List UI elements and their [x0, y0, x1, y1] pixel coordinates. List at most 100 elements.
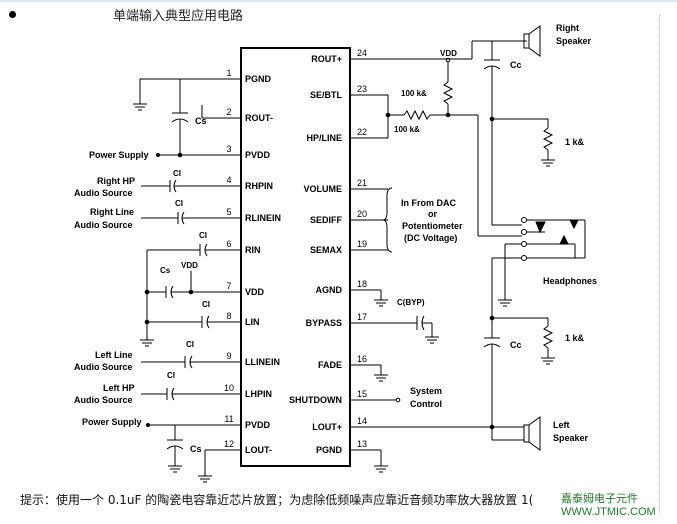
res-1k-top-label: 1 k& [565, 137, 585, 147]
pin-number: 4 [226, 175, 231, 185]
left-pin-numbers: 1 2 3 4 5 6 7 8 9 10 11 12 [224, 68, 234, 449]
power-supply-top-label: Power Supply [89, 150, 149, 160]
left-speaker-label-2: Speaker [553, 433, 589, 443]
pin-name: RIN [245, 245, 261, 255]
pin4-5-network [141, 179, 218, 225]
ci-label: CI [199, 231, 207, 240]
pin-name: FADE [318, 360, 342, 370]
cs-bottom-label: Cs [190, 444, 202, 454]
pin-number: 6 [226, 239, 231, 249]
cs-mid-label: Cs [160, 266, 171, 275]
left-pin-stubs [218, 78, 241, 451]
pin-name: PGND [316, 445, 343, 455]
dac-brace [374, 187, 393, 253]
right-line-label: Right Line [90, 207, 134, 217]
pin9-10-network [141, 355, 218, 401]
pin-number: 2 [226, 107, 231, 117]
pin-number: 9 [226, 351, 231, 361]
dac-label-1: In From DAC [401, 198, 456, 208]
pin3-network [156, 152, 218, 158]
pin-name: BYPASS [306, 318, 342, 328]
external-labels: Cs Power Supply Right HP Audio Source CI… [74, 23, 597, 454]
dac-label-3: Potentiometer [402, 221, 463, 231]
pin-name: AGND [316, 285, 343, 295]
left-speaker-label: Left [553, 420, 570, 430]
ci-label: CI [175, 199, 183, 208]
page-heading: 单端输入典型应用电路 [113, 9, 244, 24]
pin-name: RHPIN [245, 181, 273, 191]
pin-number: 7 [226, 281, 231, 291]
pin1-network [133, 78, 218, 155]
right-speaker-label-2: Speaker [556, 36, 592, 46]
pin-name: SE/BTL [310, 90, 343, 100]
pin-number: 17 [357, 312, 367, 322]
pin-number: 3 [226, 144, 231, 154]
pin-name: ROUT- [245, 113, 273, 123]
pin-number: 15 [357, 389, 367, 399]
left-pin-names: PGND ROUT- PVDD RHPIN RLINEIN RIN VDD LI… [245, 74, 281, 455]
pin-number: 24 [357, 48, 367, 58]
pin17-bypass [374, 315, 439, 344]
power-supply-bottom-label: Power Supply [82, 417, 142, 427]
pin-number: 18 [357, 279, 367, 289]
pin-number: 22 [357, 127, 367, 137]
pin-name: SEDIFF [310, 215, 343, 225]
pin-name: SEMAX [310, 245, 342, 255]
res-100k-b-label: 100 k& [394, 125, 420, 134]
ic-body [240, 47, 351, 467]
pin-number: 13 [357, 439, 367, 449]
pin18-ground [374, 289, 388, 307]
ci-label: CI [173, 169, 181, 178]
pin-name: ROUT+ [311, 54, 342, 64]
pin22-23-network [374, 57, 522, 237]
right-hp-source-label: Audio Source [74, 188, 133, 198]
right-speaker-icon [523, 25, 541, 57]
watermark-text: 嘉泰姆电子元件 [561, 492, 638, 505]
system-label-1: System [410, 386, 442, 396]
tip-text: 提示：使用一个 0.1uF 的陶瓷电容靠近芯片放置；为虑除低频噪声应靠近音频功率… [20, 493, 534, 507]
pin-name: PGND [245, 74, 272, 84]
headphone-jack [492, 217, 586, 307]
pin-name: HP/LINE [306, 133, 342, 143]
pin-name: LLINEIN [245, 357, 280, 367]
pin-name: VDD [245, 287, 265, 297]
watermark-url: WWW.JTMIC.COM [561, 506, 656, 518]
res-100k-a-label: 100 k& [401, 89, 427, 98]
top-border [0, 0, 677, 2]
right-pin-numbers: 24 23 22 21 20 19 18 17 16 15 14 13 [357, 48, 367, 449]
left-line-label: Left Line [95, 350, 133, 360]
pin-number: 23 [357, 84, 367, 94]
right-pin-stubs [350, 58, 374, 451]
left-hp-label: Left HP [103, 383, 135, 393]
right-line-source-label: Audio Source [74, 220, 133, 230]
pin-name: LHPIN [245, 389, 272, 399]
ci-label: CI [202, 300, 210, 309]
pin-name: SHUTDOWN [289, 395, 342, 405]
ci-label: CI [167, 371, 175, 380]
pin-number: 19 [357, 239, 367, 249]
pin-name: LOUT+ [312, 422, 342, 432]
pin-number: 10 [224, 383, 234, 393]
pin13-ground [374, 449, 388, 473]
pin-name: PVDD [245, 150, 271, 160]
left-line-source-label: Audio Source [74, 362, 133, 372]
right-hp-label: Right HP [97, 176, 135, 186]
pin-name: VOLUME [303, 184, 342, 194]
vdd-top-label: VDD [440, 49, 457, 58]
left-speaker-icon [523, 416, 541, 451]
pin11-12-network [146, 423, 218, 483]
right-pin-names: ROUT+ SE/BTL HP/LINE VOLUME SEDIFF SEMAX… [289, 54, 342, 455]
pin-number: 14 [357, 416, 367, 426]
pin-name: RLINEIN [245, 213, 281, 223]
pin-number: 1 [226, 68, 231, 78]
res1k-top [489, 116, 555, 167]
cbyp-label: C(BYP) [397, 298, 425, 307]
pin-number: 20 [357, 209, 367, 219]
pin-number: 8 [226, 311, 231, 321]
vdd-mid-label: VDD [181, 261, 198, 270]
dac-label-2: or [428, 209, 437, 219]
ci-label: CI [186, 340, 194, 349]
pin-number: 21 [357, 178, 367, 188]
pin-number: 11 [224, 414, 233, 424]
